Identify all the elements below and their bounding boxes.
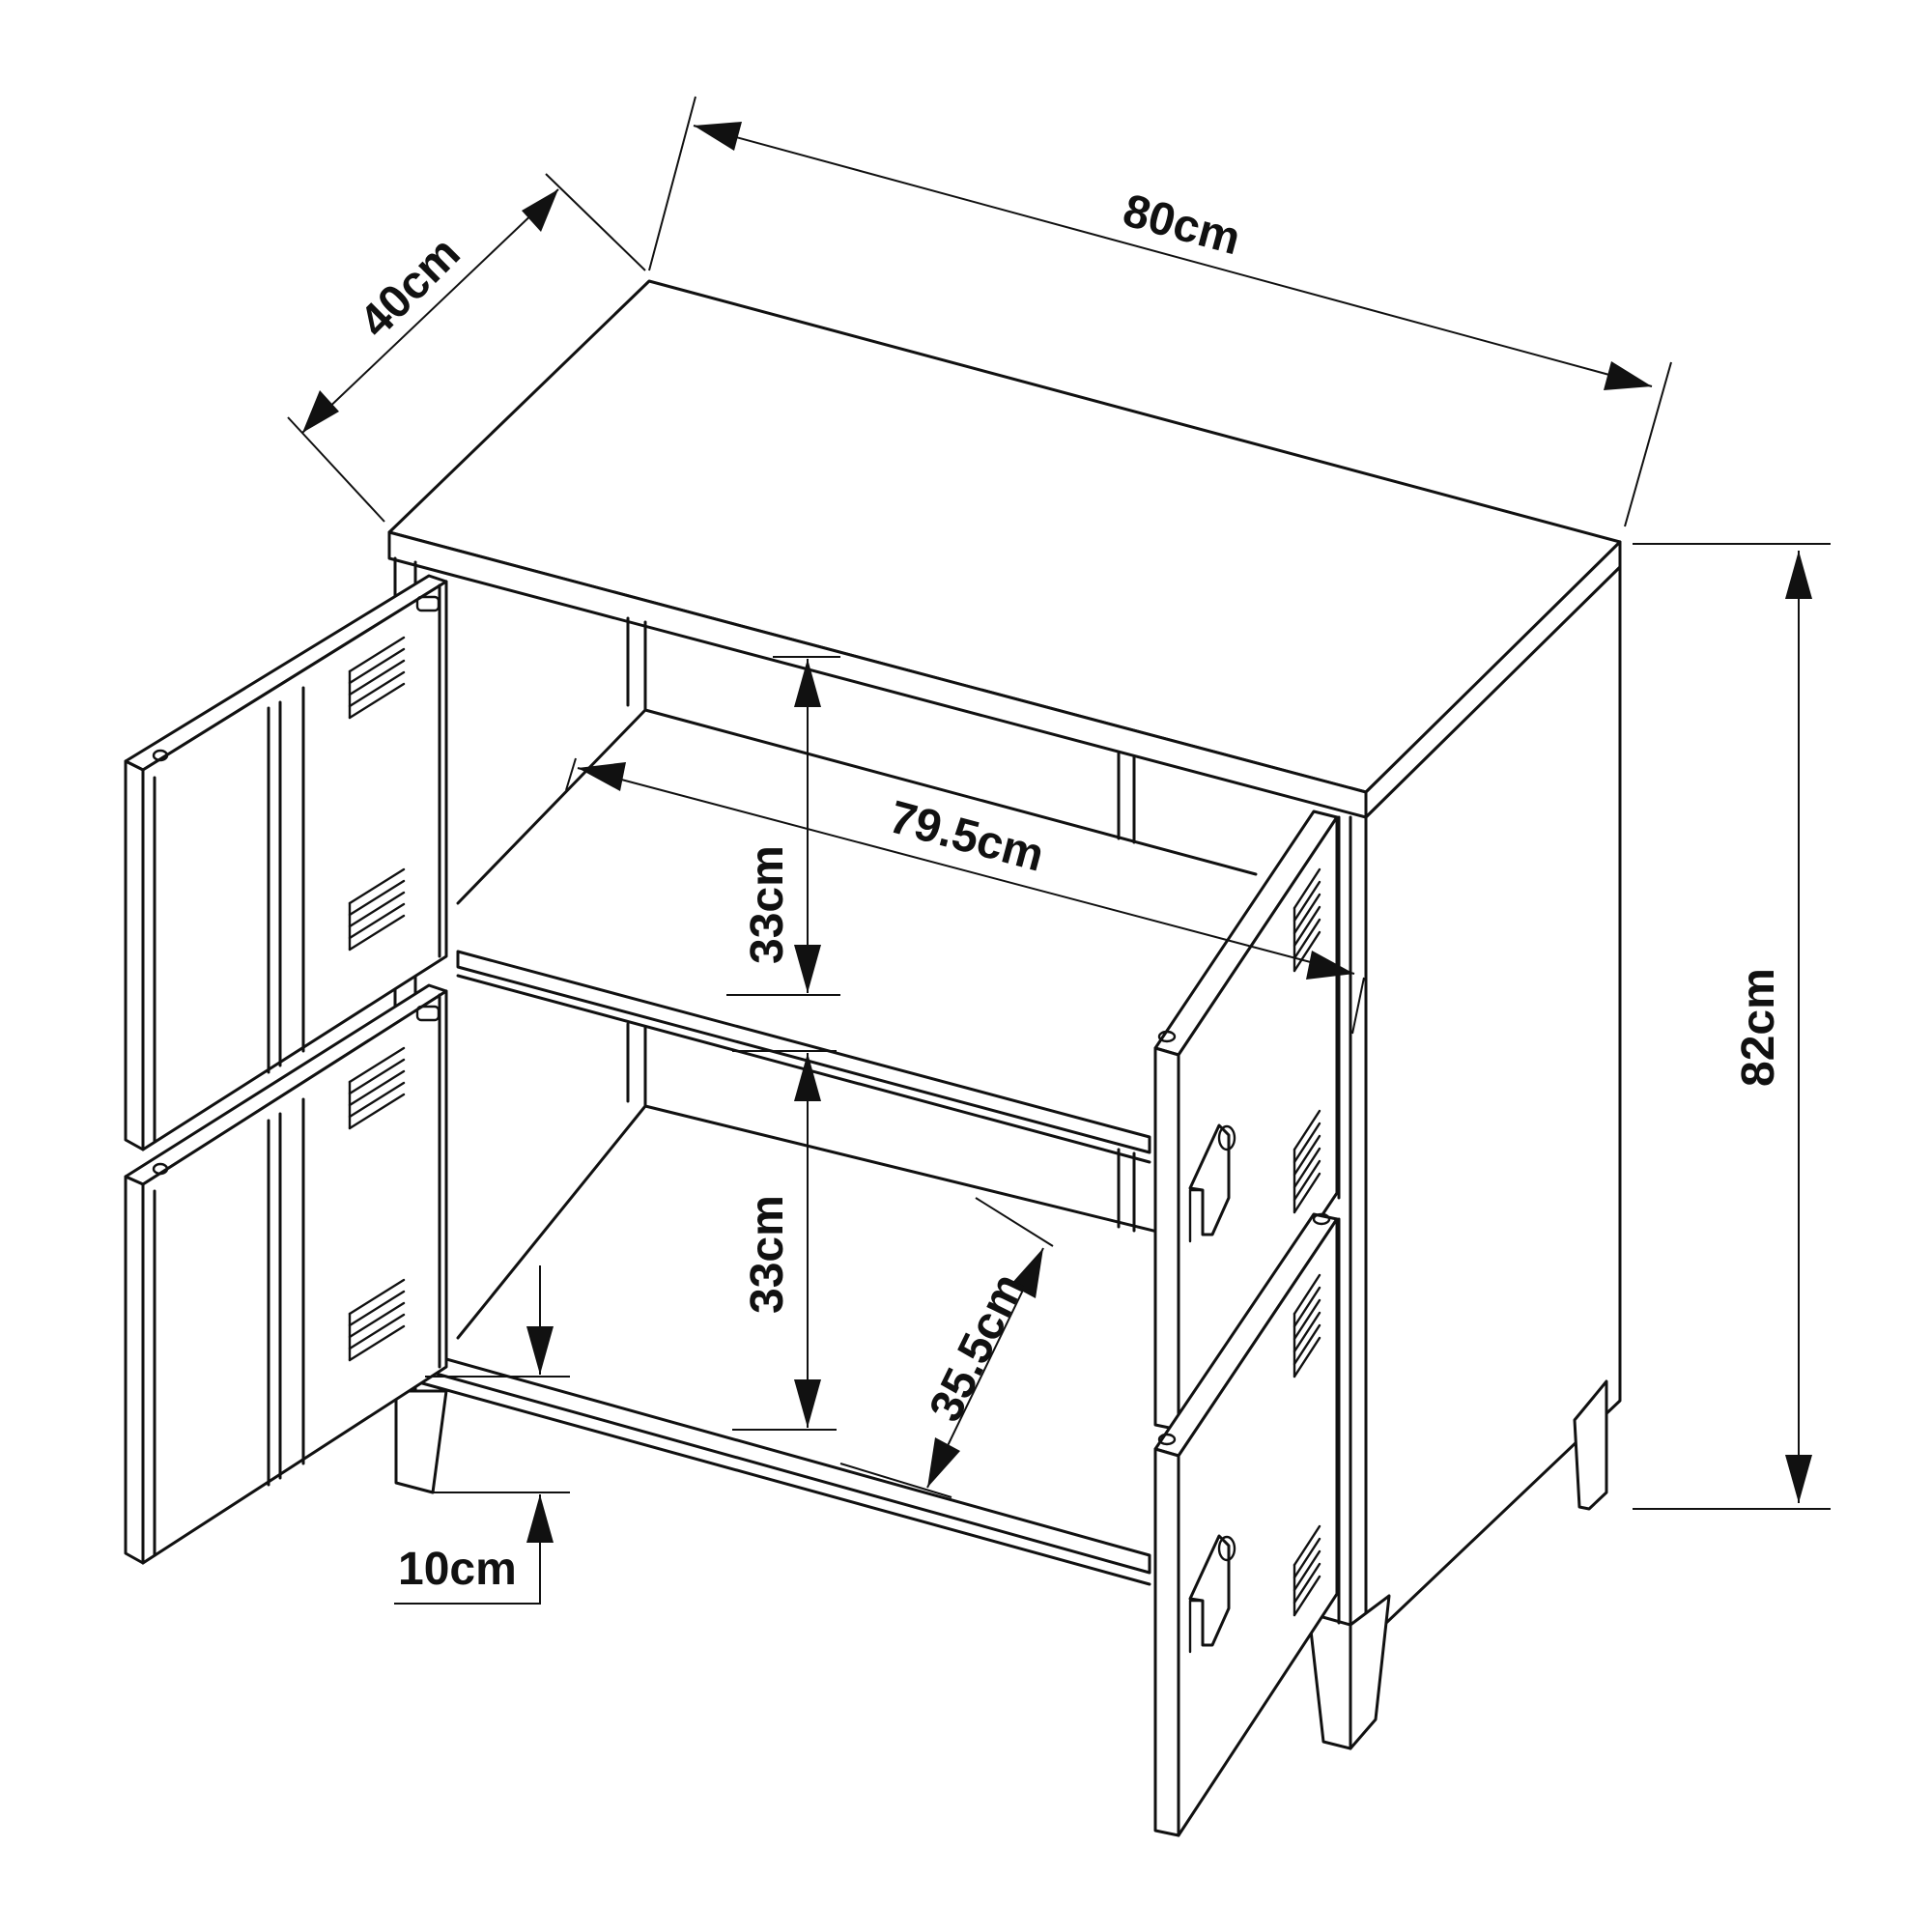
left-upper-door bbox=[124, 574, 448, 1151]
vent-icon bbox=[1293, 1273, 1321, 1378]
inner-depth-label: 35.5cm bbox=[920, 1265, 1035, 1430]
handle-icon bbox=[1188, 1123, 1236, 1243]
right-lower-door bbox=[1153, 1212, 1341, 1837]
inner-width-label: 79.5cm bbox=[884, 791, 1049, 881]
vent-icon bbox=[348, 636, 406, 720]
upper-left-floor-edge bbox=[456, 708, 647, 905]
vent-icon bbox=[1293, 867, 1321, 973]
door-hinge-edge bbox=[124, 1175, 145, 1565]
door-front-edge bbox=[1153, 1046, 1180, 1432]
leg-front-right-side bbox=[1349, 1594, 1391, 1750]
door-screw-hole bbox=[152, 1162, 169, 1176]
door-screw-hole bbox=[1157, 1030, 1177, 1043]
vent-icon bbox=[348, 867, 406, 952]
upper-compartment-label: 33cm bbox=[742, 845, 793, 964]
door-panel bbox=[1177, 815, 1339, 1432]
vent-icon bbox=[1293, 1524, 1321, 1617]
leg-height-label: 10cm bbox=[398, 1544, 517, 1595]
vent-icon bbox=[348, 1278, 406, 1362]
leg-front-right bbox=[1307, 1611, 1352, 1750]
right-side-panel bbox=[1364, 565, 1622, 1644]
leg-back-right bbox=[1573, 1379, 1608, 1511]
door-screw-hole bbox=[1312, 1212, 1331, 1226]
cabinet-body bbox=[387, 279, 1622, 1750]
door-screw-hole bbox=[152, 749, 169, 762]
vent-icon bbox=[348, 1046, 406, 1130]
door-front-edge bbox=[1153, 1447, 1180, 1837]
hinge-icon bbox=[415, 1005, 440, 1022]
dimension-upper-compartment: 33cm bbox=[726, 656, 840, 996]
leg-front-left bbox=[394, 1389, 448, 1494]
lower-compartment-label: 33cm bbox=[742, 1195, 793, 1314]
height-label: 82cm bbox=[1733, 968, 1784, 1087]
bottom-plinth bbox=[413, 1349, 1151, 1575]
dimension-lower-compartment: 33cm bbox=[732, 1050, 837, 1431]
door-screw-hole bbox=[1157, 1433, 1177, 1446]
door-hinge-edge bbox=[124, 759, 145, 1151]
hinge-icon bbox=[415, 595, 440, 612]
lower-left-floor-edge bbox=[456, 1104, 647, 1340]
handle-icon bbox=[1188, 1534, 1236, 1654]
upper-back-bottom-edge bbox=[643, 708, 1258, 876]
door-panel bbox=[141, 580, 448, 1151]
dimension-leg-height: 10cm bbox=[394, 1265, 570, 1605]
left-lower-door bbox=[124, 983, 448, 1565]
dimension-inner-depth: 35.5cm bbox=[839, 1197, 1054, 1498]
dimension-height: 82cm bbox=[1633, 543, 1831, 1510]
vent-icon bbox=[1293, 1109, 1321, 1214]
width-label: 80cm bbox=[1118, 185, 1245, 265]
door-panel bbox=[141, 989, 448, 1565]
bottom-plinth-lower-edge bbox=[413, 1379, 1151, 1586]
right-upper-door bbox=[1153, 810, 1341, 1432]
